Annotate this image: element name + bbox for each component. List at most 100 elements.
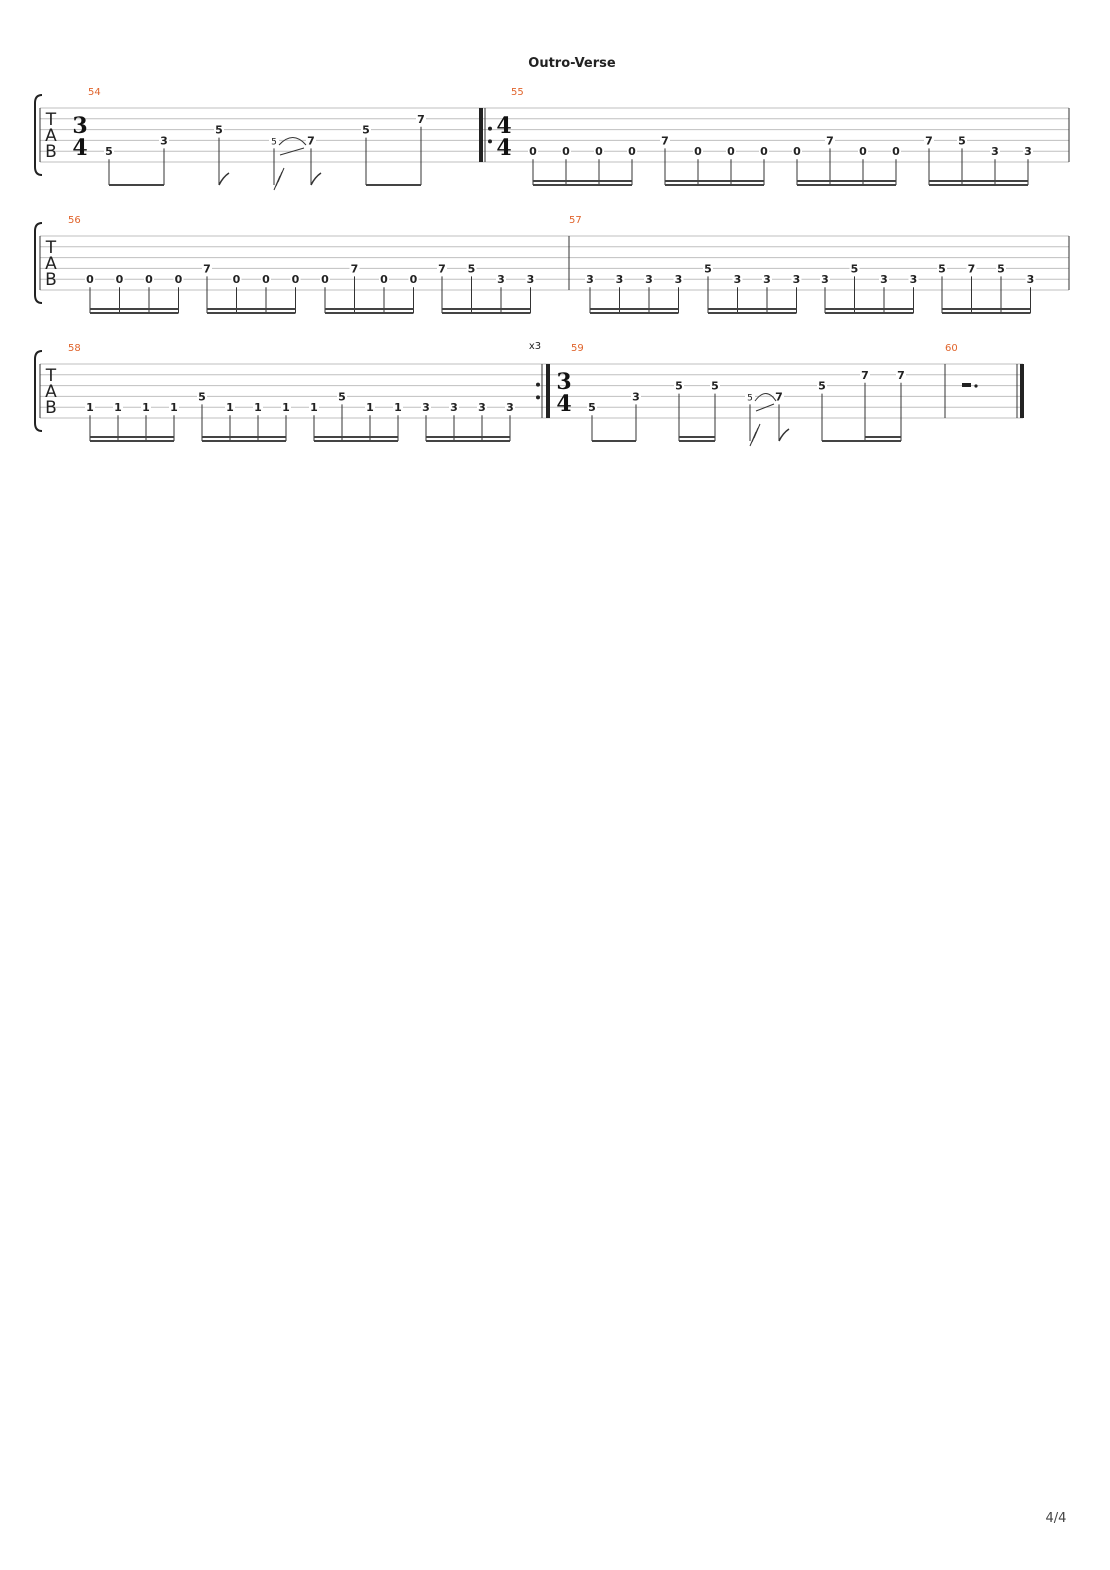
time-signature-59-bottom: 4 <box>556 391 571 417</box>
fret-number: 3 <box>450 401 458 414</box>
tab-clef-b: B <box>45 398 57 418</box>
system-bracket <box>34 94 43 176</box>
fret-number: 5 <box>215 124 223 137</box>
fret-mask <box>159 135 169 147</box>
half-rest <box>962 383 971 387</box>
fret-mask <box>496 274 506 286</box>
tab-clef-b: B <box>45 270 57 290</box>
fret-mask <box>393 402 403 414</box>
fret-mask <box>990 146 1000 158</box>
fret-number: 5 <box>675 380 683 393</box>
fret-mask <box>214 124 224 136</box>
fret-mask <box>306 135 316 147</box>
section-title: Outro-Verse <box>528 56 616 71</box>
fret-mask <box>416 113 426 125</box>
fret-mask <box>762 274 772 286</box>
fret-number: 5 <box>105 145 113 158</box>
fret-number: 5 <box>338 390 346 403</box>
fret-number: 7 <box>307 134 315 147</box>
fret-mask <box>966 263 977 275</box>
fret-mask <box>860 369 870 381</box>
fret-mask <box>660 135 670 147</box>
fret-number: 0 <box>859 145 867 158</box>
fret-mask <box>309 402 319 414</box>
note-flag <box>778 428 790 442</box>
fret-mask <box>732 274 743 286</box>
time-signature-54-top: 3 <box>72 113 87 139</box>
fret-mask <box>379 274 389 286</box>
system-bracket <box>34 350 43 432</box>
fret-mask <box>408 274 419 286</box>
fret-number: 0 <box>292 273 300 286</box>
fret-mask <box>891 146 901 158</box>
fret-number: 0 <box>892 145 900 158</box>
fret-number: 3 <box>616 273 624 286</box>
slur-arc <box>754 393 777 402</box>
fret-number: 3 <box>645 273 653 286</box>
fret-mask <box>85 274 95 286</box>
fret-number: 3 <box>160 134 168 147</box>
slide-line <box>279 147 305 156</box>
fret-number: 5 <box>997 262 1005 275</box>
tab-clef-t: T <box>45 238 57 258</box>
fret-number: 3 <box>910 273 918 286</box>
fret-mask <box>113 402 123 414</box>
tab-clef-a: A <box>45 382 57 402</box>
fret-number: 7 <box>438 262 446 275</box>
fret-mask <box>896 369 906 381</box>
fret-number: 5 <box>818 380 826 393</box>
fret-number: 1 <box>394 401 402 414</box>
fret-number: 0 <box>628 145 636 158</box>
fret-number: 0 <box>321 273 329 286</box>
fret-number: 7 <box>351 262 359 275</box>
fret-mask <box>774 391 784 403</box>
note-flag <box>310 172 322 186</box>
fret-mask <box>594 146 604 158</box>
fret-mask <box>349 263 360 275</box>
repeat-start-thick-barline <box>479 108 483 162</box>
fret-number: 7 <box>661 134 669 147</box>
fret-mask <box>365 402 375 414</box>
fret-number: 3 <box>821 273 829 286</box>
fret-mask <box>825 135 835 147</box>
fret-mask <box>437 263 447 275</box>
repeat-start-dot <box>488 126 492 131</box>
grace-flags <box>749 423 761 447</box>
slur-arc <box>278 137 307 146</box>
grace-flags <box>273 167 285 191</box>
fret-mask <box>726 146 736 158</box>
fret-mask <box>361 124 371 136</box>
fret-number: 3 <box>478 401 486 414</box>
fret-number: 3 <box>734 273 742 286</box>
tab-clef-b: B <box>45 142 57 162</box>
fret-number: 3 <box>527 273 535 286</box>
time-signature-55-top: 4 <box>496 113 511 139</box>
fret-number: 0 <box>116 273 124 286</box>
fret-number: 0 <box>380 273 388 286</box>
fret-mask <box>710 380 720 392</box>
fret-mask <box>587 402 597 414</box>
fret-mask <box>144 274 154 286</box>
fret-mask <box>197 391 207 403</box>
fret-mask <box>320 274 330 286</box>
fret-number: 3 <box>793 273 801 286</box>
fret-number: 5 <box>958 134 966 147</box>
tab-clef-t: T <box>45 366 57 386</box>
fret-mask <box>674 380 684 392</box>
fret-mask <box>202 263 212 275</box>
fret-number: 1 <box>282 401 290 414</box>
fret-mask <box>231 274 242 286</box>
measure-number: 57 <box>569 215 582 226</box>
fret-number: 0 <box>595 145 603 158</box>
fret-mask <box>957 135 967 147</box>
fret-number: 1 <box>86 401 94 414</box>
final-thick-barline <box>1020 364 1024 418</box>
fret-number: 1 <box>170 401 178 414</box>
fret-number: 0 <box>145 273 153 286</box>
fret-number: 7 <box>925 134 933 147</box>
fret-number: 1 <box>114 401 122 414</box>
fret-number: 7 <box>968 262 976 275</box>
fret-mask <box>644 274 654 286</box>
tab-clef-t: T <box>45 110 57 130</box>
